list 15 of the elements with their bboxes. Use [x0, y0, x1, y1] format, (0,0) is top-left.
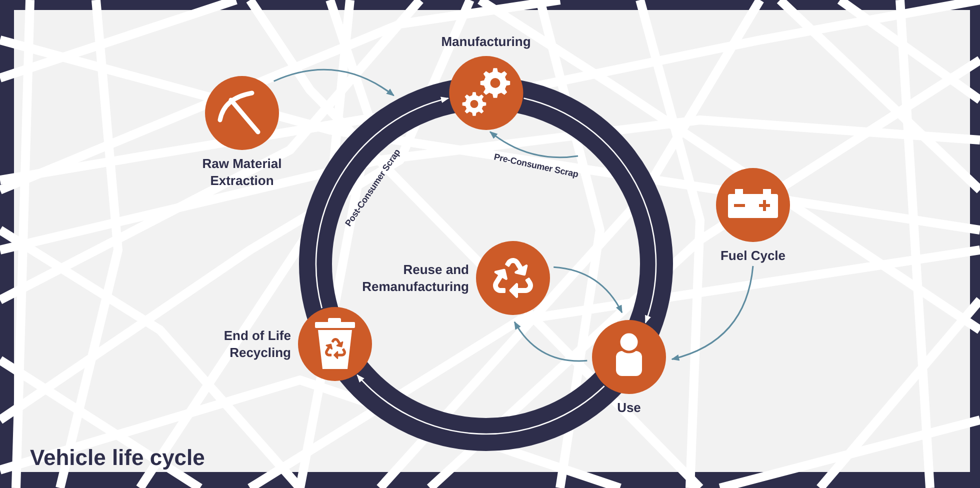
flow-arrow — [274, 68, 394, 96]
stage-label: Reuse and Remanufacturing — [361, 261, 469, 295]
flow-arrow — [554, 266, 623, 314]
diagram-title: Vehicle life cycle — [30, 445, 205, 471]
stage-label: End of Life Recycling — [222, 327, 291, 361]
flow-arrow — [489, 131, 578, 158]
stage-label: Use — [617, 399, 641, 416]
cycle-arrow — [315, 97, 449, 308]
flow-arrow — [514, 321, 588, 362]
stage-label: Raw Material Extraction — [201, 155, 283, 189]
cycle-arrow — [356, 374, 605, 435]
cycle-arrow — [524, 98, 657, 324]
stage-label: Fuel Cycle — [720, 247, 786, 264]
stage-label: Manufacturing — [441, 33, 531, 50]
flow-arrow — [671, 266, 754, 360]
